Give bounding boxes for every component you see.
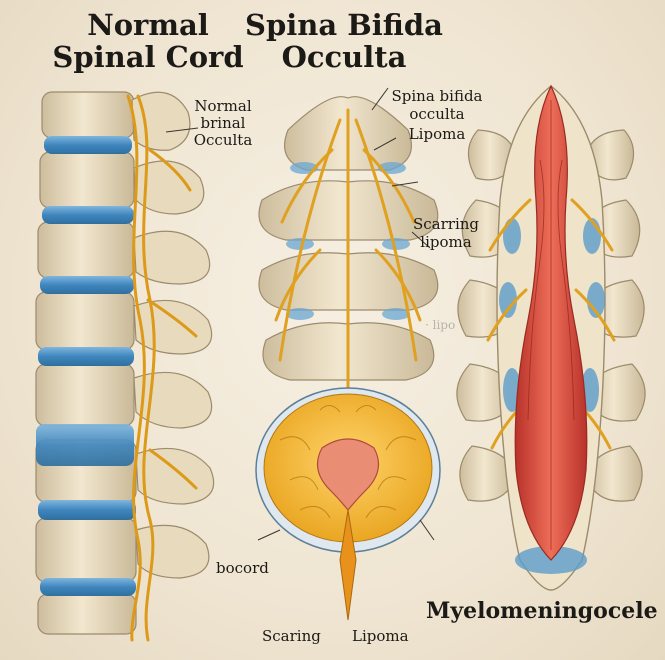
label-spina-bifida: Spina bifida bbox=[384, 88, 490, 105]
occulta-spine-drawing bbox=[166, 88, 440, 620]
label-brinal: brinal bbox=[178, 115, 268, 132]
label-occulta: Occulta bbox=[178, 132, 268, 149]
label-scarring: Scarring bbox=[408, 216, 484, 233]
normal-spine-drawing bbox=[36, 92, 214, 640]
label-lipoma: Lipoma bbox=[392, 126, 482, 143]
label-bocord: bocord bbox=[216, 560, 269, 577]
label-myelomeningocele: Myelomeningocele bbox=[426, 598, 658, 624]
label-bottom-lipoma: Lipoma bbox=[352, 628, 409, 645]
label-spina-bifida-occulta: occulta bbox=[384, 106, 490, 123]
label-scarring-lipoma: lipoma bbox=[408, 234, 484, 251]
label-bottom-scaring: Scaring bbox=[262, 628, 321, 645]
occulta-title-line1: Spina Bifida bbox=[244, 10, 444, 41]
label-faint-lipo: · lipo bbox=[425, 318, 455, 332]
myelomeningocele-drawing bbox=[457, 86, 645, 590]
label-normal: Normal bbox=[178, 98, 268, 115]
occulta-title-line2: Occulta bbox=[244, 42, 444, 73]
normal-title-line1: Normal bbox=[48, 10, 248, 41]
normal-title-line2: Spinal Cord bbox=[48, 42, 248, 73]
